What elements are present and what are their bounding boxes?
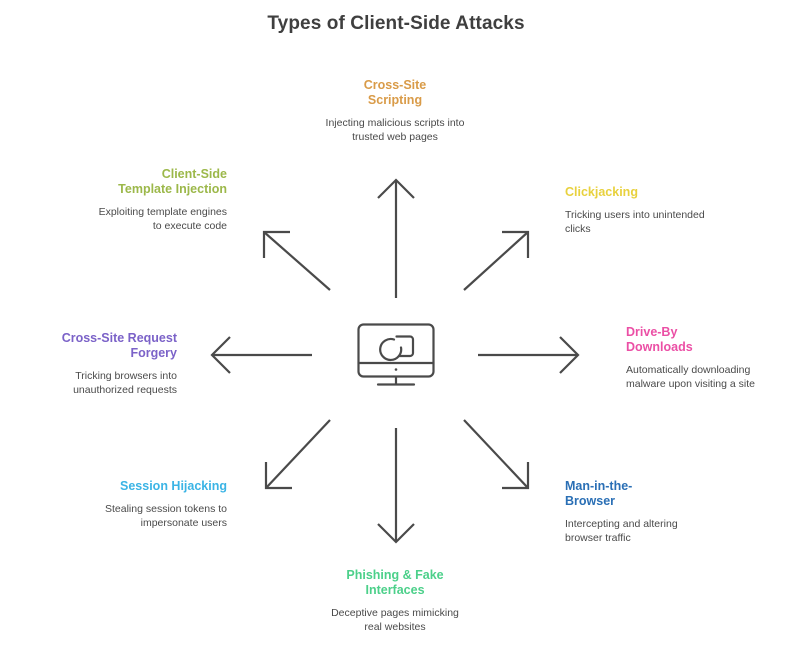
node-clickjacking[interactable]: Clickjacking Tricking users into uninten…: [565, 185, 715, 236]
arrow-up-left: [262, 230, 331, 291]
node-cross-site-request-forgery[interactable]: Cross-Site Request Forgery Tricking brow…: [46, 331, 177, 397]
node-label: Cross-Site Scripting: [324, 78, 466, 108]
node-label-line2: Forgery: [130, 346, 177, 360]
node-label: Session Hijacking: [96, 479, 227, 494]
node-client-side-template-injection[interactable]: Client-Side Template Injection Exploitin…: [96, 167, 227, 233]
arrow-down: [377, 428, 415, 544]
node-description: Exploiting template engines to execute c…: [98, 206, 227, 232]
node-description: Intercepting and altering browser traffi…: [565, 518, 678, 544]
arrow-up: [377, 178, 415, 298]
node-label-line1: Cross-Site: [363, 78, 427, 92]
node-description: Deceptive pages mimicking real websites: [331, 607, 459, 633]
page-title: Types of Client-Side Attacks: [267, 13, 525, 34]
node-description: Stealing session tokens to impersonate u…: [105, 503, 227, 529]
node-label-line1: Client-Side: [161, 167, 227, 181]
node-phishing-and-fake-interfaces[interactable]: Phishing & Fake Interfaces Deceptive pag…: [324, 568, 466, 634]
node-description: Automatically downloading malware upon v…: [626, 364, 755, 390]
node-label-line1: Cross-Site Request: [61, 331, 177, 345]
arrow-right: [478, 336, 580, 374]
node-session-hijacking[interactable]: Session Hijacking Stealing session token…: [96, 479, 227, 530]
node-label-line2: Template Injection: [118, 182, 227, 196]
node-cross-site-scripting[interactable]: Cross-Site Scripting Injecting malicious…: [324, 78, 466, 144]
node-label-line2: Interfaces: [365, 583, 425, 597]
node-label-line1: Phishing & Fake: [346, 568, 444, 582]
node-label-line1: Clickjacking: [565, 185, 638, 199]
node-label-line1: Drive-By: [626, 325, 678, 339]
node-label: Phishing & Fake Interfaces: [324, 568, 466, 598]
node-label-line1: Session Hijacking: [120, 479, 227, 493]
node-label: Client-Side Template Injection: [96, 167, 227, 197]
node-description: Injecting malicious scripts into trusted…: [325, 117, 465, 143]
arrow-up-right: [463, 230, 530, 291]
arrow-left: [210, 336, 312, 374]
node-label-line2: Scripting: [367, 93, 423, 107]
node-label-line2: Browser: [565, 494, 616, 508]
desktop-monitor-icon: [357, 323, 435, 386]
node-label: Drive-By Downloads: [626, 325, 776, 355]
node-description: Tricking users into unintended clicks: [565, 209, 705, 235]
node-drive-by-downloads[interactable]: Drive-By Downloads Automatically downloa…: [626, 325, 776, 391]
arrow-down-left: [264, 419, 331, 490]
node-label-line1: Man-in-the-: [565, 479, 633, 493]
node-label-line2: Downloads: [626, 340, 693, 354]
node-label: Clickjacking: [565, 185, 715, 200]
node-description: Tricking browsers into unauthorized requ…: [73, 370, 177, 396]
node-man-in-the-browser[interactable]: Man-in-the- Browser Intercepting and alt…: [565, 479, 715, 545]
node-label: Cross-Site Request Forgery: [46, 331, 177, 361]
arrow-down-right: [463, 419, 530, 490]
node-label: Man-in-the- Browser: [565, 479, 715, 509]
